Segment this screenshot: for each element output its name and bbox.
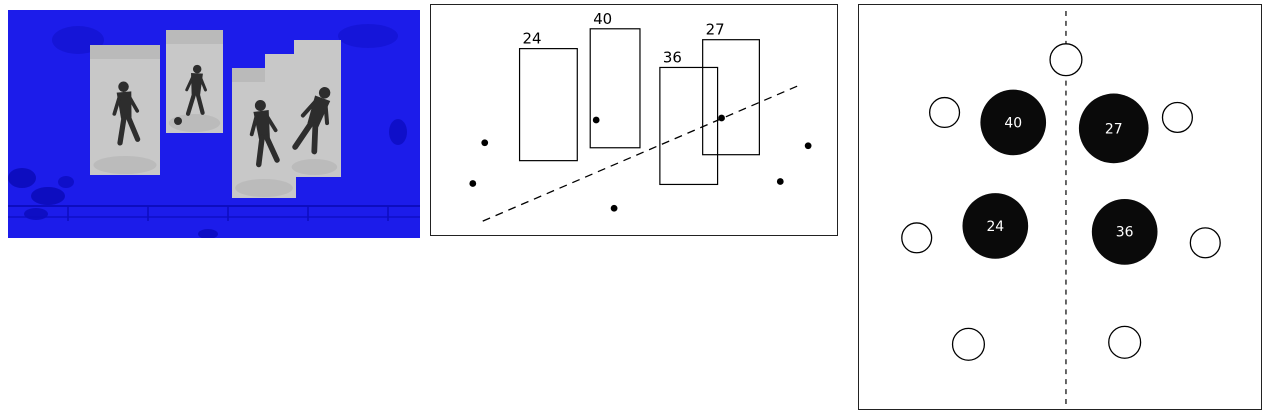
person-arm bbox=[249, 115, 259, 137]
person-leg bbox=[195, 91, 205, 115]
node-label: 36 bbox=[1116, 225, 1134, 241]
detection-dot bbox=[718, 114, 725, 122]
person-leg bbox=[292, 120, 314, 150]
small-object bbox=[174, 117, 182, 125]
person-arm bbox=[323, 104, 330, 126]
bounding-box bbox=[659, 66, 719, 186]
detection-dot bbox=[592, 116, 600, 124]
person-leg bbox=[125, 114, 141, 142]
filled-node bbox=[1091, 199, 1158, 265]
background-blob bbox=[8, 168, 36, 188]
right-graph-svg: 40 27 24 36 bbox=[901, 10, 1221, 406]
detection-dot bbox=[610, 204, 618, 212]
person-arm bbox=[112, 95, 122, 116]
middle-diagram-svg: 24 40 36 27 bbox=[469, 10, 812, 222]
filled-node bbox=[1078, 93, 1149, 164]
background-blob bbox=[24, 208, 48, 220]
bounding-box-label: 27 bbox=[706, 21, 725, 39]
person-head bbox=[118, 81, 129, 93]
bounding-box-label: 24 bbox=[523, 30, 542, 48]
background-blob bbox=[31, 187, 65, 205]
empty-node bbox=[1189, 227, 1221, 259]
thermal-image-panel bbox=[8, 10, 420, 238]
person-arm bbox=[127, 95, 140, 113]
separating-dashed-line bbox=[482, 84, 800, 222]
bounding-box bbox=[589, 28, 641, 149]
background-blob bbox=[338, 24, 398, 48]
patch-shade bbox=[168, 114, 221, 132]
graph-panel: 40 27 24 36 bbox=[858, 4, 1262, 410]
empty-node bbox=[901, 222, 933, 254]
person-silhouette bbox=[112, 81, 141, 146]
person-leg bbox=[311, 122, 319, 155]
detection-dot bbox=[481, 139, 489, 147]
detection-dot bbox=[776, 178, 784, 185]
left-image-svg bbox=[8, 10, 420, 238]
empty-node bbox=[1161, 101, 1193, 134]
background-blob bbox=[198, 229, 218, 238]
person-leg bbox=[117, 114, 127, 146]
person-silhouette bbox=[185, 64, 207, 116]
node-label: 27 bbox=[1105, 121, 1123, 137]
bounding-box bbox=[518, 48, 578, 162]
person-cutout-patch bbox=[265, 40, 341, 177]
background-blob bbox=[389, 119, 407, 145]
bounding-box-label: 40 bbox=[593, 10, 612, 28]
person-leg bbox=[185, 91, 197, 116]
person-arm bbox=[185, 75, 194, 92]
empty-node bbox=[951, 327, 986, 361]
node-label: 24 bbox=[986, 219, 1004, 235]
bounding-box bbox=[702, 39, 760, 156]
person-silhouette bbox=[292, 87, 331, 155]
person-leg bbox=[263, 134, 280, 163]
filled-node bbox=[980, 89, 1047, 156]
empty-node bbox=[929, 96, 961, 129]
filled-node bbox=[962, 193, 1029, 259]
detection-dot bbox=[469, 180, 477, 187]
patch-shade bbox=[166, 30, 223, 44]
person-arm bbox=[300, 99, 318, 118]
node-label: 40 bbox=[1004, 115, 1022, 131]
empty-node bbox=[1108, 325, 1142, 359]
person-head bbox=[318, 87, 331, 99]
person-arm bbox=[199, 77, 207, 92]
patch-shade bbox=[93, 156, 157, 174]
detection-boxes-panel: 24 40 36 27 bbox=[430, 4, 838, 236]
background-blob bbox=[58, 176, 74, 188]
person-head bbox=[192, 64, 202, 74]
patch-shade bbox=[90, 45, 160, 59]
patch-shade bbox=[235, 179, 293, 197]
detection-dot bbox=[804, 142, 812, 150]
person-arm bbox=[265, 114, 278, 133]
person-silhouette bbox=[249, 100, 280, 168]
person-leg bbox=[256, 134, 265, 168]
person-head bbox=[254, 100, 266, 112]
bounding-box-label: 36 bbox=[663, 49, 682, 67]
empty-node bbox=[1049, 43, 1083, 77]
patch-shade bbox=[291, 159, 338, 175]
